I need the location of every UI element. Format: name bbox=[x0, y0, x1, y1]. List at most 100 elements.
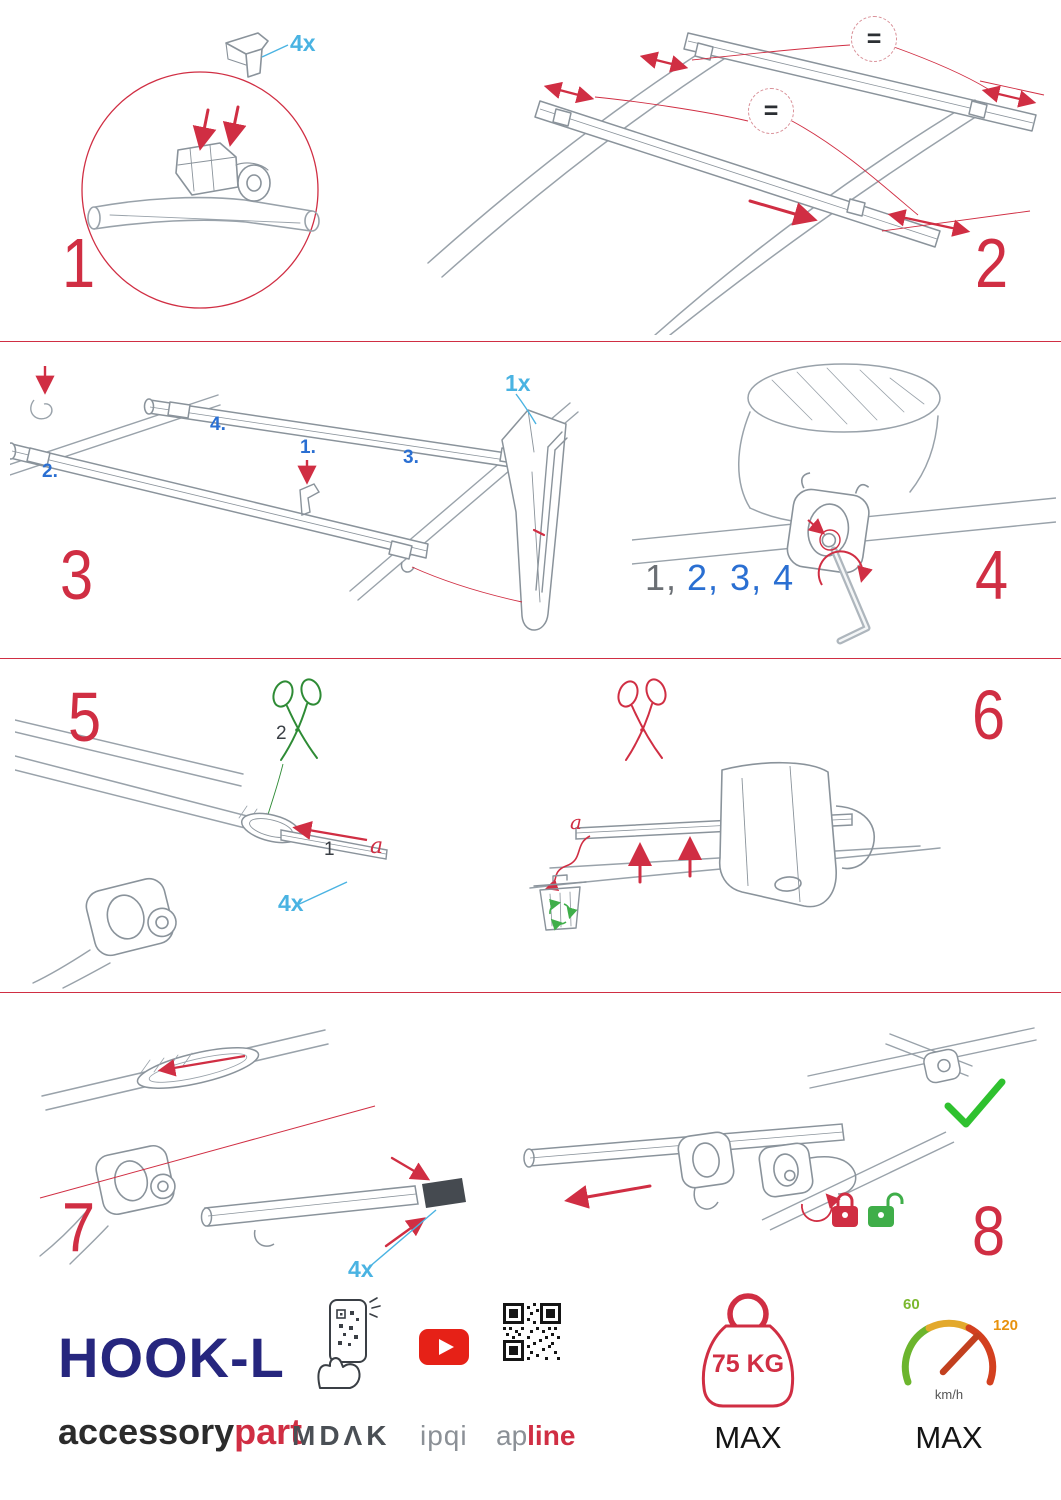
step4-sequence: 1,2, 3, 4 bbox=[645, 560, 794, 596]
clamp-body bbox=[95, 1144, 176, 1216]
weight-body bbox=[701, 1324, 795, 1408]
play-triangle bbox=[439, 1339, 454, 1355]
clamp-body bbox=[85, 877, 177, 957]
scan-phone-icon bbox=[317, 1297, 381, 1389]
logo-mdak: MDΛK bbox=[292, 1420, 391, 1451]
gauge-needle bbox=[939, 1332, 981, 1376]
step-5-number: 5 bbox=[68, 678, 102, 756]
crossbars bbox=[534, 32, 1037, 248]
hook-under-clamp bbox=[693, 1187, 719, 1210]
end-cap-part bbox=[422, 1178, 466, 1208]
speed-high-label: 120 bbox=[993, 1317, 1019, 1334]
logo-ap-part: ap bbox=[496, 1420, 528, 1451]
step-3-number: 3 bbox=[60, 536, 94, 614]
clamp-closeup bbox=[786, 472, 870, 574]
qty-leader-line bbox=[515, 393, 537, 425]
step-4-number: 4 bbox=[975, 536, 1009, 614]
boot-cover bbox=[501, 409, 567, 631]
step7-illustration bbox=[39, 1029, 466, 1269]
fastener-bracket-part bbox=[225, 32, 269, 78]
hex-key-small bbox=[299, 483, 320, 516]
step3-order-4: 4. bbox=[210, 414, 226, 435]
equal-sign: = bbox=[763, 96, 779, 125]
gauge-arcs bbox=[901, 1319, 997, 1386]
step3-order-1: 1. bbox=[300, 437, 316, 458]
step5-pull-label: 1 bbox=[324, 839, 335, 860]
crossbar-tube bbox=[87, 196, 320, 232]
logo-line-part: line bbox=[527, 1420, 576, 1451]
qty-leader-line bbox=[261, 44, 289, 58]
step1-illustration bbox=[81, 32, 320, 309]
step6-illustration bbox=[529, 678, 941, 931]
cut-guide-line bbox=[266, 763, 284, 819]
max-weight-icon bbox=[701, 1293, 795, 1408]
clamp-legs bbox=[32, 949, 111, 989]
sequence-step-1: 1, bbox=[645, 557, 678, 598]
step7-qty-label: 4x bbox=[348, 1256, 374, 1282]
pull-arrow bbox=[292, 820, 368, 842]
adjust-arrows bbox=[543, 51, 1037, 237]
weight-limit-value: 75 KG bbox=[711, 1350, 785, 1378]
weight-max-label: MAX bbox=[714, 1420, 782, 1455]
step-8-number: 8 bbox=[972, 1192, 1006, 1270]
section-divider-2 bbox=[0, 658, 1061, 659]
logo-apline: apline bbox=[496, 1422, 575, 1450]
brand-logo: accessorypart bbox=[58, 1414, 302, 1450]
roof-rail bbox=[761, 1131, 955, 1231]
mini-clamp bbox=[923, 1048, 961, 1084]
lock-open-icon bbox=[868, 1192, 904, 1227]
speed-max-label: MAX bbox=[915, 1420, 983, 1455]
equal-badge-mid: = bbox=[748, 88, 794, 134]
hex-key-inside-boot bbox=[535, 431, 568, 593]
rotate-arrow bbox=[817, 550, 873, 586]
equal-badge-top: = bbox=[851, 16, 897, 62]
step3-order-2: 2. bbox=[42, 461, 58, 482]
qr-code bbox=[503, 1303, 561, 1361]
step3-order-3: 3. bbox=[403, 447, 419, 468]
foot-bracket bbox=[718, 761, 875, 908]
speed-low-label: 60 bbox=[903, 1296, 920, 1313]
step-1-number: 1 bbox=[62, 224, 96, 302]
phone-qr-pattern bbox=[336, 1309, 359, 1346]
trash-bin-icon bbox=[533, 874, 587, 931]
step5-qty-label: 4x bbox=[278, 890, 304, 916]
speedometer-icon bbox=[901, 1319, 997, 1386]
insert-arrows bbox=[192, 105, 247, 151]
step5-cut-label: 2 bbox=[276, 723, 287, 744]
fit-arrows bbox=[384, 1156, 431, 1248]
roof-rails bbox=[15, 719, 268, 831]
push-up-arrows bbox=[628, 836, 702, 884]
step5-illustration bbox=[15, 678, 388, 989]
hex-key bbox=[830, 546, 871, 645]
section-divider-3 bbox=[0, 992, 1061, 993]
strap-hook bbox=[809, 1156, 857, 1195]
scissors-icon-green bbox=[272, 678, 322, 761]
step2-illustration bbox=[427, 32, 1045, 335]
youtube-icon bbox=[419, 1329, 469, 1365]
scissors-icon-red bbox=[617, 678, 667, 761]
step-6-number: 6 bbox=[972, 676, 1006, 754]
step5-strip-label: a bbox=[370, 834, 384, 859]
tighten-rotate-arrow bbox=[801, 1193, 841, 1222]
section-divider-1 bbox=[0, 341, 1061, 342]
qr-modules bbox=[503, 1303, 561, 1361]
hand-icon bbox=[317, 1357, 361, 1389]
screw-target bbox=[807, 518, 841, 551]
detail-zoom-circle bbox=[81, 71, 319, 309]
clamp-left bbox=[677, 1131, 735, 1189]
step4-illustration bbox=[632, 363, 1056, 645]
step6-strip-label: a bbox=[570, 810, 582, 834]
rail-top-view bbox=[41, 1029, 329, 1111]
alignment-line bbox=[39, 1105, 376, 1199]
boot-leader-line bbox=[411, 566, 523, 603]
clamp-body bbox=[175, 142, 271, 202]
step-7-number: 7 bbox=[62, 1188, 96, 1266]
phone-outline bbox=[329, 1299, 367, 1363]
brand-second-part: part bbox=[234, 1411, 303, 1452]
clamp-legs bbox=[39, 1212, 109, 1265]
slide-arrow bbox=[564, 1184, 652, 1209]
cut-strip-curl bbox=[544, 835, 591, 892]
strip-slide-arrow bbox=[157, 1054, 246, 1077]
sequence-steps-234: 2, 3, 4 bbox=[687, 557, 795, 598]
qty-leader-line bbox=[367, 1209, 437, 1269]
